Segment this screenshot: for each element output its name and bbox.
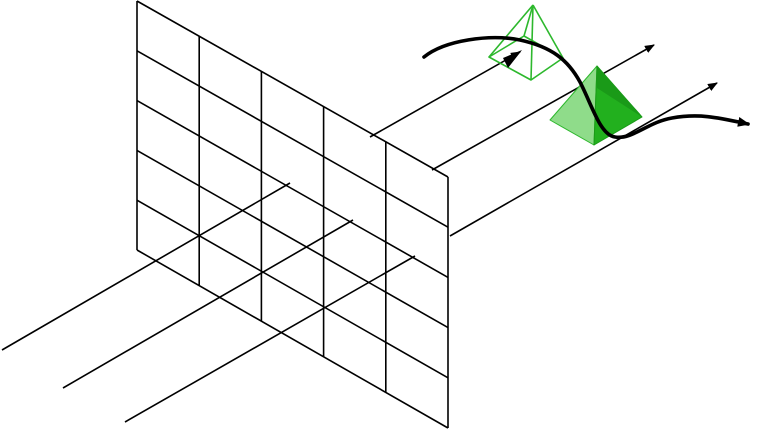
grid-border-horizontal (136, 249, 449, 429)
outgoing-ray-3 (449, 82, 718, 237)
grid-line-horizontal (136, 99, 449, 279)
incoming-ray-2 (62, 219, 354, 389)
wireframe-pyramid-edge (488, 4, 534, 58)
grid-border-horizontal (136, 0, 449, 178)
outgoing-rays (369, 44, 718, 237)
incoming-ray-1 (1, 182, 291, 351)
grid-line-horizontal (136, 149, 449, 329)
grid-line-horizontal (136, 50, 449, 228)
wireframe-pyramid-edge (532, 4, 564, 59)
outgoing-ray-2 (431, 44, 655, 171)
trajectory-arrow-at-wireframe (503, 50, 522, 68)
grid-line-horizontal (136, 199, 449, 379)
incoming-rays (1, 182, 416, 423)
incoming-ray-3 (124, 255, 416, 423)
image-plane-grid (136, 0, 449, 429)
motion-trajectory (422, 35, 750, 140)
solid-pyramid-top-face (597, 66, 642, 117)
solid-pyramid (549, 65, 643, 146)
wireframe-pyramid-edge (523, 4, 534, 37)
outgoing-ray-1 (369, 51, 521, 138)
